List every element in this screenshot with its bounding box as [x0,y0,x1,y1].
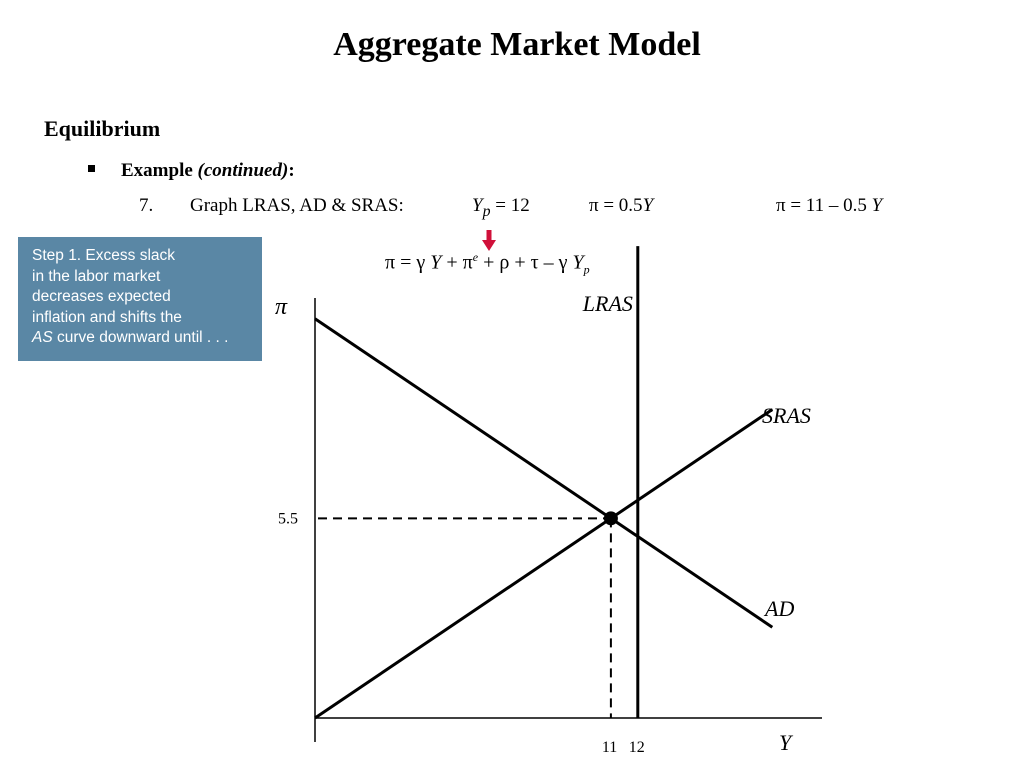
y-axis-label: π [275,294,288,320]
section-heading: Equilibrium [44,116,161,141]
step-number: 7. [139,195,154,216]
curve-sras [314,408,774,720]
step-row: 7. Graph LRAS, AD & SRAS: Yp = 12 π = 0.… [139,195,1019,223]
curve-label-lras: LRAS [582,291,633,316]
equilibrium-point [603,511,618,526]
step-text: Graph LRAS, AD & SRAS: [190,195,404,216]
ad-equation: π = 11 – 0.5 Y [776,195,883,216]
potential-output: Yp = 12 [472,195,530,220]
step-callout-box: Step 1. Excess slack in the labor market… [18,237,262,361]
callout-line: Step 1. Excess slack [32,247,176,264]
slide-title: Aggregate Market Model [333,26,701,63]
x-tick-label: 11 [602,739,617,756]
square-bullet-icon [88,165,95,173]
y-tick-label: 5.5 [278,510,298,527]
callout-line: in the labor market [32,267,161,285]
x-axis-label: Y [779,730,794,755]
callout-line: decreases expected [32,288,171,305]
callout-line: AS curve downward until . . . [32,329,229,346]
down-arrow-icon [482,230,496,251]
bullet-italic: (continued) [197,160,289,181]
curve-label-sras: SRAS [762,403,811,428]
sras-equation: π = 0.5Y [589,195,654,216]
sras-formula: π = γ Y + πe + ρ + τ – γ Yp [385,250,590,277]
bullet-example: Example (continued): [88,160,295,182]
bullet-label: Example [121,160,193,181]
bullet-suffix: : [288,160,295,181]
x-tick-label: 12 [629,739,645,756]
callout-line: inflation and shifts the [32,308,182,326]
curve-label-ad: AD [763,596,794,621]
curve-ad [314,317,774,629]
